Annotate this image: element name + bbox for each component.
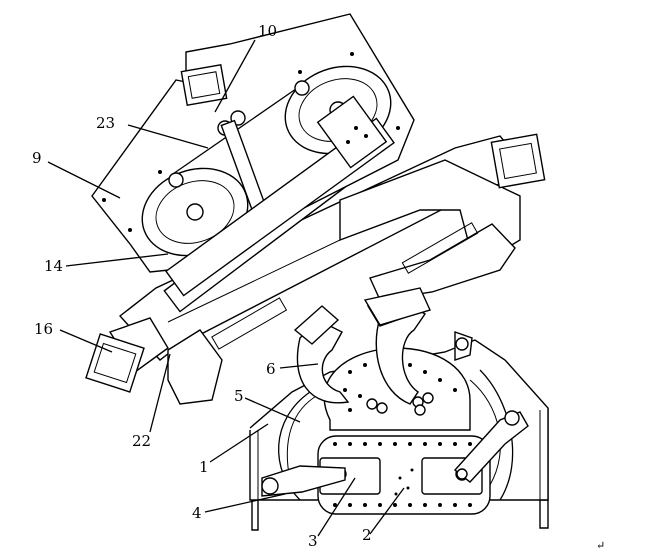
label-1: 1 (199, 458, 209, 476)
end-clamp-right (490, 133, 546, 189)
label-9: 9 (32, 149, 42, 167)
label-6: 6 (266, 360, 276, 378)
leader-lines (47, 39, 405, 537)
center-bar (165, 95, 395, 297)
return-mark: ↵ (596, 539, 605, 551)
label-14: 14 (44, 257, 63, 275)
label-10: 10 (258, 22, 277, 40)
label-3: 3 (308, 532, 318, 550)
end-clamp-left (85, 333, 145, 393)
label-4: 4 (192, 504, 202, 522)
label-2: 2 (362, 526, 372, 544)
right-arm (339, 133, 546, 326)
callout-labels: 10 23 9 14 16 22 6 5 1 4 3 2 ↵ (32, 22, 605, 551)
label-5: 5 (234, 387, 244, 405)
label-16: 16 (34, 320, 53, 338)
link-arms (261, 410, 529, 497)
label-23: 23 (96, 114, 115, 132)
label-22: 22 (132, 432, 151, 450)
plate-holes (333, 442, 472, 507)
